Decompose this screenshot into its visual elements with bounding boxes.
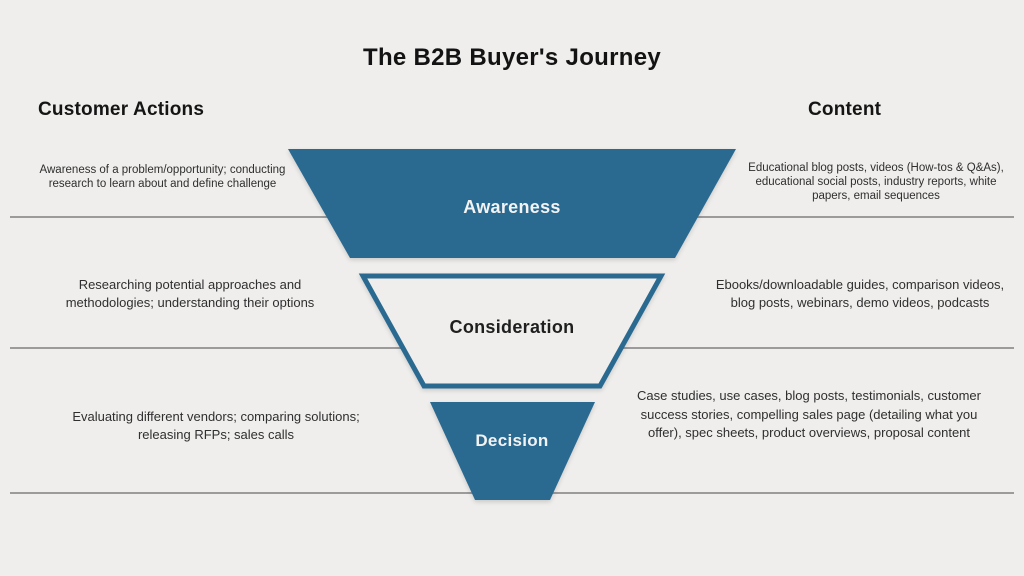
customer-actions-header: Customer Actions <box>38 99 205 120</box>
awareness-customer-actions-text: Awareness of a problem/opportunity; cond… <box>39 164 286 190</box>
consideration-content-text: Ebooks/downloadable guides, comparison v… <box>715 277 1005 310</box>
awareness-stage-label: Awareness <box>463 197 561 217</box>
decision-customer-actions-text: Evaluating different vendors; comparing … <box>72 409 360 442</box>
decision-shape <box>430 402 595 500</box>
consideration-shape <box>358 273 666 389</box>
consideration-stage-label: Consideration <box>449 317 575 337</box>
content-header: Content <box>808 99 882 120</box>
decision-stage-label: Decision <box>475 431 549 450</box>
consideration-customer-actions-text: Researching potential approaches and met… <box>65 277 315 310</box>
awareness-content-text: Educational blog posts, videos (How-tos … <box>748 162 1004 202</box>
page-title: The B2B Buyer's Journey <box>362 44 662 71</box>
awareness-shape <box>288 149 736 258</box>
decision-content-text: Case studies, use cases, blog posts, tes… <box>637 388 981 440</box>
